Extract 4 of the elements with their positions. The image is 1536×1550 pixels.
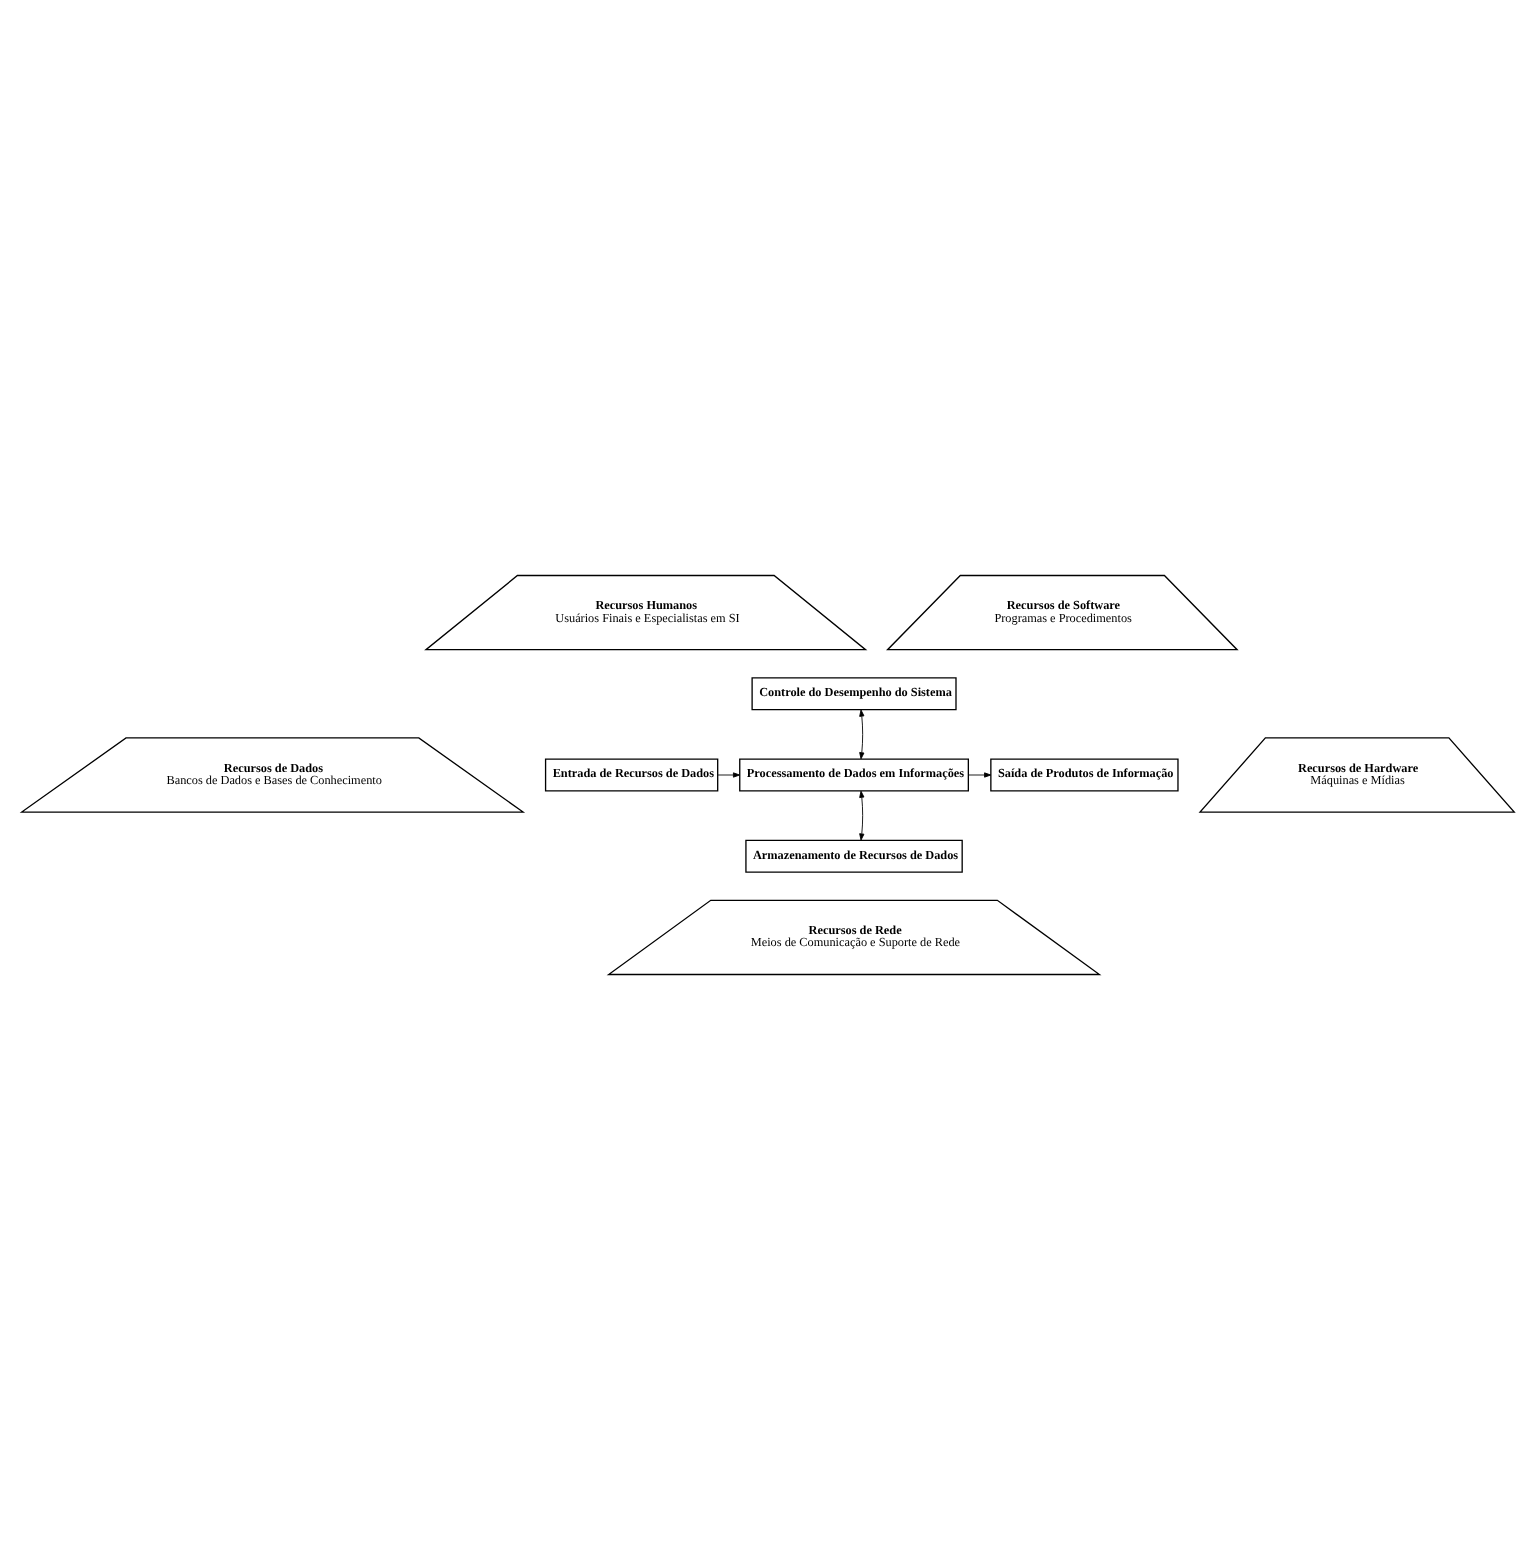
arrow (968, 772, 992, 778)
arrow (717, 772, 741, 778)
arrow (859, 790, 865, 841)
arrow (859, 709, 865, 760)
